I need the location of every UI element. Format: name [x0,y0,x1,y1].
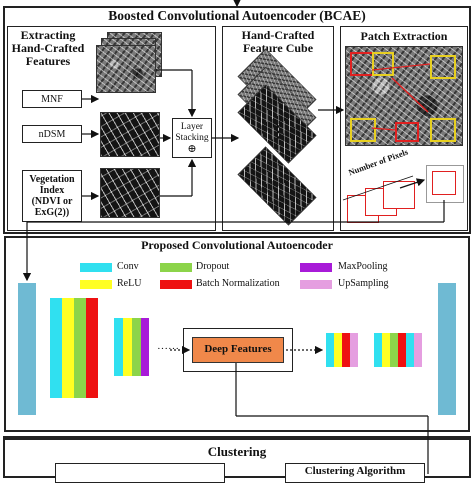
enc2-maxpooling [141,318,149,376]
patch-to-single [399,178,426,189]
legend-batchnorm-label: Batch Normalization [196,278,280,289]
patch-red-line-3 [371,127,396,131]
dec1-upsampling [350,333,358,367]
patch-image [345,46,463,146]
enc1-conv [50,298,62,398]
dec2-conv-2 [406,333,414,367]
enc2-relu [123,318,132,376]
pixels-axis [342,175,414,201]
deep-features-box [192,337,284,363]
layer-stacking-box [172,118,212,158]
legend-relu-label: ReLU [117,278,142,289]
legend-relu-swatch [80,280,112,289]
patch-highlight-5 [430,118,456,142]
dec2-upsampling [414,333,422,367]
ndsm-label-box [22,125,82,143]
dec2-relu [382,333,390,367]
dec1-conv [326,333,334,367]
patch-stack-3 [383,181,415,209]
vegetation-image [100,168,160,218]
legend-dropout-label: Dropout [196,261,230,272]
enc2-conv [114,318,123,376]
enc1-relu [62,298,74,398]
mnf-label-box [22,90,82,108]
patch-title: Patch Extraction [360,29,448,43]
patch-highlight-3 [430,55,456,79]
mnf-label: MNF [41,94,63,105]
clustering-divider [3,436,471,438]
dec2-batchnorm [398,333,406,367]
legend-conv-label: Conv [117,261,139,272]
vegetation-label-box [22,170,82,222]
ndsm-label: nDSM [38,129,66,140]
deep-features-label: Deep Features [204,343,272,355]
extract-title: Extracting Hand-Crafted Features [11,28,85,68]
patch-single-inner [432,171,456,195]
patch-red-line-1 [391,77,429,113]
legend-conv-swatch [80,263,112,272]
enc1-batchnorm [86,298,98,398]
enc1-dropout [74,298,86,398]
dec1-relu [334,333,342,367]
vegetation-label: Vegetation Index (NDVI or ExG(2)) [29,174,75,218]
cube-title: Hand-Crafted Feature Cube [241,28,315,55]
encoder-dots: ······ [157,343,179,355]
clustering-title: Clustering [207,444,267,459]
legend-upsampling-label: UpSampling [338,278,389,289]
legend-maxpooling-swatch [300,263,332,272]
layer-stacking-label: Layer Stacking ⊕ [172,122,212,155]
input-bar [18,283,36,415]
patch-highlight-4 [350,118,376,142]
mnf-image-3 [96,45,156,93]
bcae-title: Boosted Convolutional Autoencoder (BCAE) [108,8,366,23]
dec1-batchnorm [342,333,350,367]
patch-highlight-2 [372,52,394,76]
dec2-dropout [390,333,398,367]
patch-red-line-2 [371,63,431,71]
cae-title: Proposed Convolutional Autoencoder [141,238,333,252]
legend-dropout-swatch [160,263,192,272]
legend-batchnorm-swatch [160,280,192,289]
enc2-dropout [132,318,141,376]
oplus-icon: ⊕ [187,143,197,155]
cube-dots: ⋮ [270,124,286,141]
output-bar [438,283,456,415]
legend-maxpooling-label: MaxPooling [338,261,388,272]
ndsm-image [100,112,160,157]
legend-upsampling-swatch [300,280,332,289]
dec2-conv [374,333,382,367]
patch-highlight-6 [395,122,419,142]
